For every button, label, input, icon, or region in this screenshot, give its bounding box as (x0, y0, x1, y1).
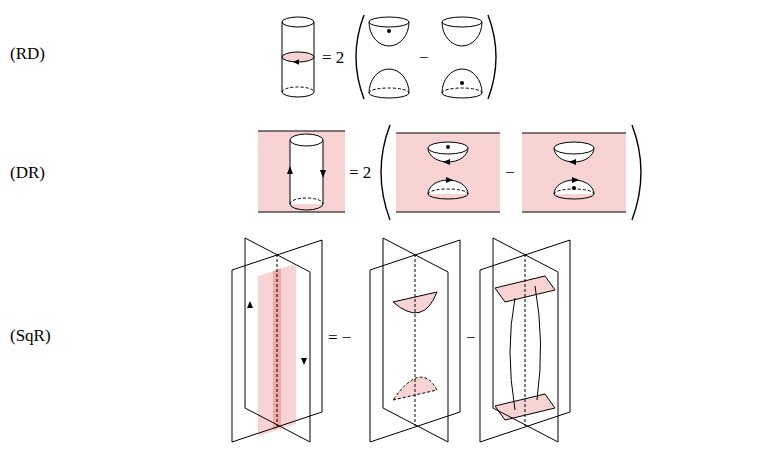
bracket (356, 15, 496, 99)
minus-sign: − (505, 164, 515, 181)
sheet-with-tube (258, 131, 345, 212)
bracket (381, 125, 641, 220)
sheet-with-cup-and-cap (396, 133, 626, 212)
minus-sign: − (419, 49, 429, 66)
cup-and-cap (369, 17, 482, 98)
equals-coefficient: = 2 (322, 49, 344, 66)
square-foam (232, 238, 322, 442)
equals-minus: = − (328, 329, 351, 346)
tube-foam (480, 238, 570, 442)
cylinder (282, 17, 314, 97)
equation-tag: (SqR) (10, 327, 51, 344)
capped-foam (370, 238, 460, 442)
equation-tag: (RD) (10, 45, 45, 62)
minus-sign: − (466, 329, 476, 346)
equation-tag: (DR) (10, 164, 45, 181)
equals-coefficient: = 2 (349, 164, 371, 181)
